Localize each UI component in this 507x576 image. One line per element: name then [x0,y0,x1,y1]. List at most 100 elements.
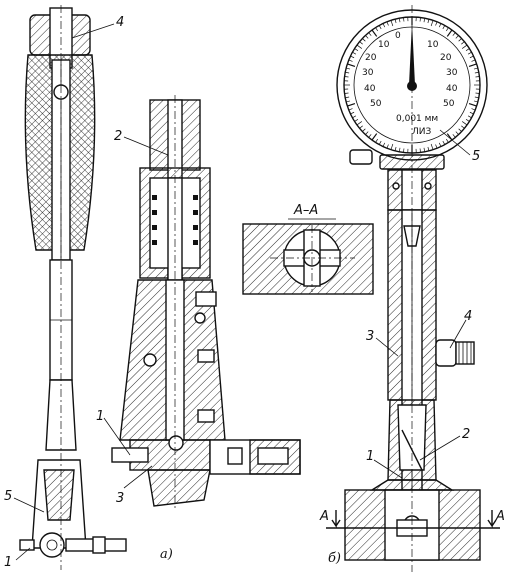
dial-right-20: 20 [440,53,452,63]
dial-tick [430,20,434,27]
label-b-4: 4 [464,309,472,324]
dial-tick [398,18,401,23]
dial-tick [445,138,449,143]
caption-a: а) [160,547,173,562]
dial-tick [419,148,421,153]
dial-tick [455,35,459,39]
dial-tick [352,51,357,55]
dial-tick [390,143,394,150]
dial-tick [365,131,369,135]
dial-tick [435,21,438,26]
section-a-a [242,218,374,295]
dial-tick [356,121,363,126]
dial-left-0: 0 [395,31,401,41]
dial-tick [468,63,477,68]
dial-tick [362,38,366,42]
dial-tick [474,96,479,99]
dial-tick [348,59,353,62]
dial-right-40: 40 [446,84,458,94]
dial-tick [423,18,426,23]
dial-tick [473,100,478,103]
dial-tick [452,32,456,36]
dial-tick [382,23,386,28]
dial-tick [465,118,470,122]
dial-tick [371,29,378,37]
dial-tick [473,67,478,70]
dial-tick [469,111,474,115]
dial-tick [362,128,366,132]
dial-tick [467,51,472,55]
dial-tick [475,92,480,94]
dial-tick [390,20,394,27]
dial-tick [378,25,382,30]
dial-tick [465,48,470,52]
label-a-2: 2 [114,129,122,144]
dial-tick [378,140,382,145]
dial-tick [382,142,386,147]
label-b-2: 2 [462,427,470,442]
bore-gauge-left [19,5,127,570]
dial-tick [352,115,357,119]
dial-tick [348,108,353,111]
label-b-1: 1 [366,449,374,464]
dial-left-30: 30 [362,68,374,78]
section-title: A–A [293,203,318,218]
dial-tick [438,23,442,28]
dial-tick [345,96,350,99]
dial-tick [458,128,462,132]
dial-tick [458,38,462,42]
dial-tick [356,44,363,49]
dial-tick [386,144,389,149]
dial-tick [468,102,477,107]
dial-tick [350,55,355,59]
dial-tick [442,140,446,145]
caption-b: б) [328,551,341,566]
dial-tick [419,17,421,22]
dial-right-30: 30 [446,68,458,78]
dial-tick [375,27,379,32]
label-b-5: 5 [472,149,480,164]
dial-tick [461,41,465,45]
dial-tick [344,76,349,78]
dial-tick [354,118,359,122]
dial-tick [471,108,476,111]
dial-tick [438,142,442,147]
dial-tick [403,148,405,153]
dial-tick [350,111,355,115]
dial-tick [455,131,459,135]
dial-tick [467,115,472,119]
dial-right-10: 10 [427,40,439,50]
dial-tick [403,17,405,22]
gauge-section-a [111,95,301,510]
dial-tick [442,25,446,30]
dial-left-40: 40 [364,84,376,94]
dial-tick [394,146,397,151]
dial-tick [427,146,430,151]
dial-tick [359,125,363,129]
part-labels: 4 2 1 3 5 1 5 3 4 2 1 A–A A A а) б) [4,15,505,570]
label-a-4: 4 [116,15,124,30]
indicator-gauge-b [326,5,500,572]
dial-tick [346,100,351,103]
dial-tick [430,143,434,150]
dial-tick [446,29,453,37]
leader-lines [13,23,471,561]
dial-tick [368,32,372,36]
dial-tick [469,55,474,59]
dial-tick [445,27,449,32]
section-mark-right: A [495,509,505,524]
dial-tick [471,59,476,62]
dial-tick [461,44,468,49]
dial-tick [345,71,350,74]
dial-tick [394,19,397,24]
dial-tick [359,41,363,45]
dial-tick [475,76,480,78]
dial-tick [347,102,356,107]
dial-tick [346,67,351,70]
dial-tick [398,147,401,152]
dial-numerals: 0 10 20 30 40 50 10 20 30 40 50 0,001 мм… [362,31,458,137]
dial-tick [461,125,465,129]
dial-left-10: 10 [378,40,390,50]
dial-tick [452,134,456,138]
